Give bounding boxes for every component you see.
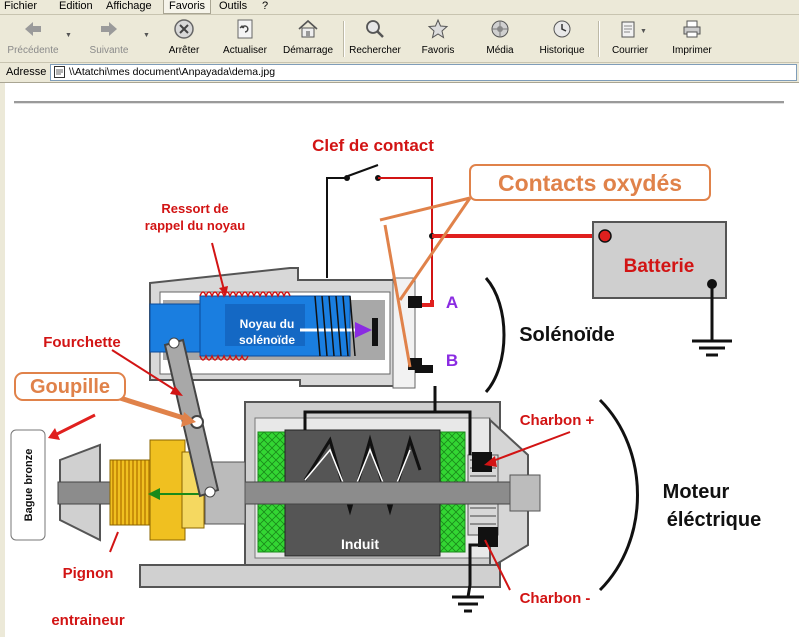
address-value: \\Atatchi\mes document\Anpayada\dema.jpg <box>69 66 276 78</box>
mail-dropdown-icon[interactable]: ▼ <box>640 28 647 35</box>
label-bague-bronze: Bague bronze <box>23 449 35 522</box>
history-clock-icon <box>553 20 571 38</box>
forward-dropdown-icon[interactable]: ▼ <box>143 32 150 39</box>
history-button[interactable]: Historique <box>529 17 595 56</box>
label-charbon-plus: Charbon + <box>520 412 595 429</box>
menu-bar: Fichier Edition Affichage Favoris Outils… <box>0 0 799 15</box>
menu-edition[interactable]: Edition <box>59 0 93 12</box>
shift-fork <box>163 337 220 498</box>
label-moteur-line2: éléctrique <box>667 509 761 531</box>
menu-affichage[interactable]: Affichage <box>106 0 152 12</box>
search-button[interactable]: Rechercher <box>342 17 408 56</box>
back-label: Précédente <box>7 45 59 56</box>
address-field[interactable]: \\Atatchi\mes document\Anpayada\dema.jpg <box>50 64 797 81</box>
home-label: Démarrage <box>282 45 334 56</box>
callout-arrows <box>48 196 571 591</box>
horizontal-rule <box>14 101 784 104</box>
favorites-star-icon <box>427 18 449 39</box>
mail-icon <box>621 21 635 38</box>
stop-button[interactable]: Arrêter <box>151 17 217 56</box>
home-button[interactable]: Démarrage <box>275 17 341 56</box>
label-batterie: Batterie <box>624 256 695 277</box>
return-spring <box>199 291 291 361</box>
file-icon <box>54 66 65 78</box>
printer-icon <box>683 20 701 38</box>
label-pignon-line2: entraineur <box>51 612 125 629</box>
goupille-box <box>14 372 126 401</box>
commutator <box>303 386 499 613</box>
ignition-circuit <box>326 164 605 307</box>
media-label: Média <box>486 45 514 56</box>
favorites-label: Favoris <box>421 45 455 56</box>
battery <box>592 221 732 357</box>
back-button[interactable]: Précédente <box>0 17 66 56</box>
forward-button[interactable]: Suivante <box>76 17 142 56</box>
label-clef-de-contact: Clef de contact <box>312 136 434 155</box>
stop-label: Arrêter <box>168 45 200 56</box>
solenoid-coil <box>314 295 356 357</box>
label-solenoide: Solénoïde <box>519 324 615 346</box>
label-moteur-line1: Moteur <box>663 481 730 503</box>
mail-button[interactable]: Courrier <box>597 17 663 56</box>
favorites-button[interactable]: Favoris <box>405 17 471 56</box>
media-button[interactable]: Média <box>467 17 533 56</box>
media-icon <box>491 20 509 38</box>
label-induit: Induit <box>341 536 379 552</box>
label-pignon-line1: Pignon <box>63 565 114 582</box>
menu-fichier[interactable]: Fichier <box>4 0 38 12</box>
bague-bronze-box <box>10 429 46 541</box>
print-label: Imprimer <box>672 45 712 56</box>
window-left-edge <box>0 83 5 637</box>
contacts-oxydes-box <box>469 164 711 201</box>
search-icon <box>366 20 384 38</box>
label-fourchette: Fourchette <box>43 334 121 351</box>
engagement-arrow-head <box>148 488 160 500</box>
search-label: Rechercher <box>349 45 401 56</box>
forward-arrow-icon <box>101 22 117 36</box>
label-ressort-line2: rappel du noyau <box>145 218 245 233</box>
menu-help[interactable]: ? <box>262 0 269 12</box>
print-button[interactable]: Imprimer <box>659 17 725 56</box>
forward-label: Suivante <box>89 45 129 56</box>
refresh-icon <box>237 19 253 39</box>
label-goupille: Goupille <box>30 376 110 398</box>
back-arrow-icon <box>25 22 41 36</box>
refresh-button[interactable]: Actualiser <box>212 17 278 56</box>
label-ressort-line1: Ressort de <box>161 201 228 216</box>
label-contact-b: B <box>446 351 458 370</box>
mail-label: Courrier <box>611 45 649 56</box>
toolbar-separator <box>343 21 345 57</box>
stop-icon <box>174 19 194 39</box>
label-noyau-line2: solénoïde <box>239 333 295 347</box>
label-noyau-line1: Noyau du <box>240 317 295 331</box>
pinion-gear <box>109 439 205 541</box>
menu-outils[interactable]: Outils <box>219 0 248 12</box>
menu-favoris[interactable]: Favoris <box>163 0 212 14</box>
toolbar: Précédente ▼ Suivante ▼ Arrêter Actualis… <box>0 15 799 63</box>
label-contact-a: A <box>446 293 458 312</box>
address-label: Adresse <box>6 66 47 78</box>
label-contacts-oxydes: Contacts oxydés <box>498 170 682 196</box>
history-label: Historique <box>539 45 585 56</box>
refresh-label: Actualiser <box>223 45 267 56</box>
back-dropdown-icon[interactable]: ▼ <box>65 32 72 39</box>
address-bar: Adresse \\Atatchi\mes document\Anpayada\… <box>0 63 799 83</box>
toolbar-separator <box>598 21 600 57</box>
home-icon <box>298 19 318 38</box>
label-charbon-minus: Charbon - <box>520 590 591 607</box>
